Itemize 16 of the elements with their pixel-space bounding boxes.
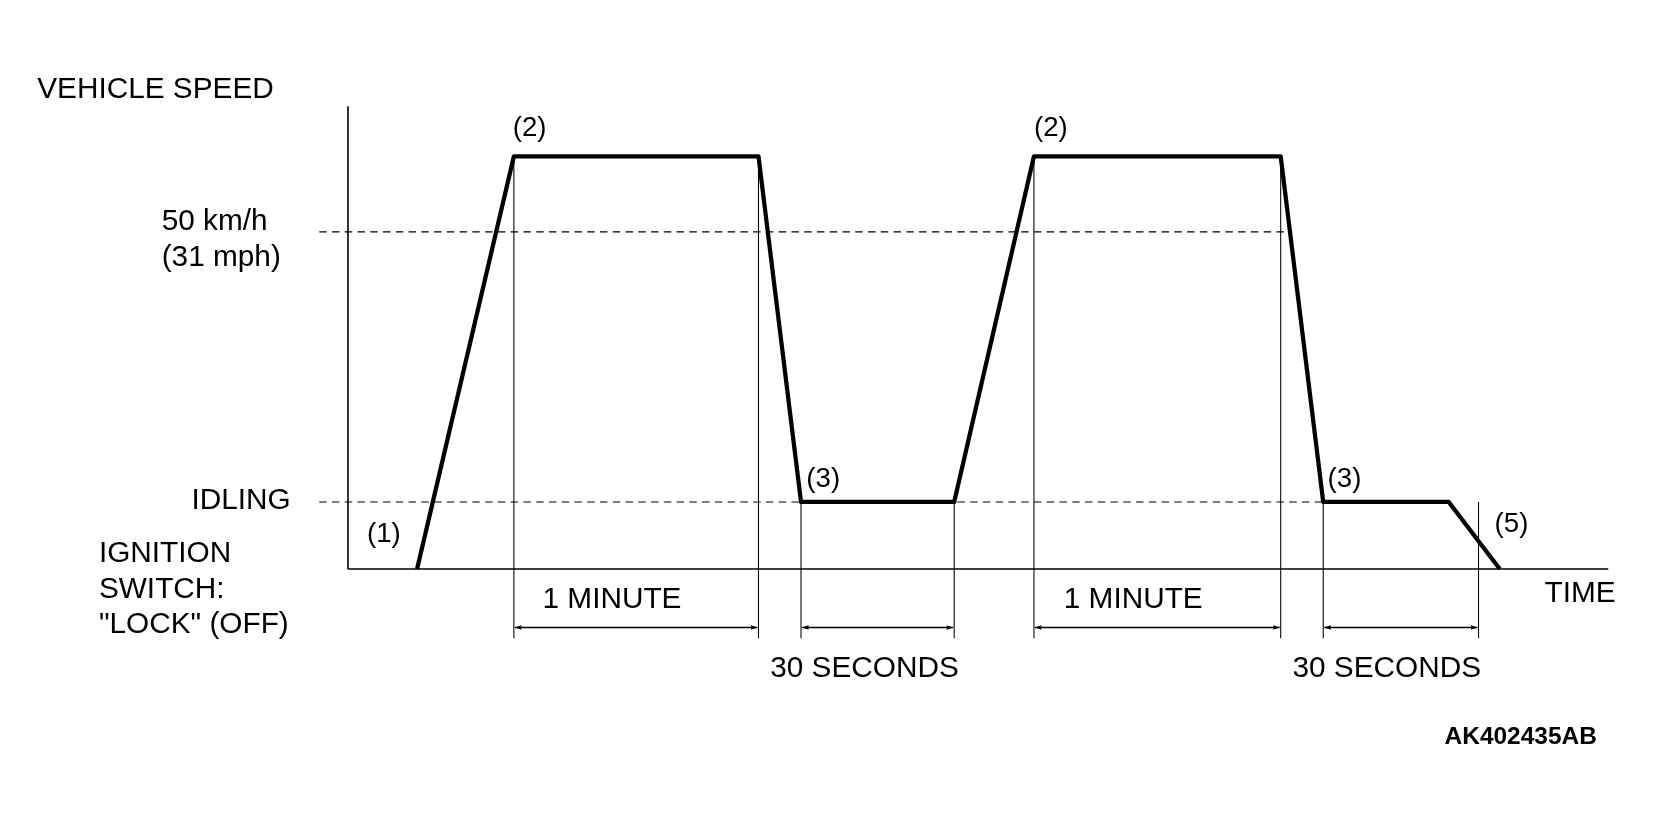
axis-label: TIME xyxy=(1544,574,1616,611)
callout-number: (5) xyxy=(1494,506,1529,540)
ignition-state-label: IGNITION SWITCH: "LOCK" (OFF) xyxy=(98,534,290,642)
speed-value-label: 50 km/h (31 mph) xyxy=(161,202,282,274)
dimension-label: 30 SECONDS xyxy=(1292,648,1482,685)
speed-value-label: IDLING xyxy=(191,480,291,517)
axis-label: VEHICLE SPEED xyxy=(37,70,274,106)
callout-number: (2) xyxy=(512,109,547,143)
callout-number: (3) xyxy=(806,460,841,494)
dimension-label: 1 MINUTE xyxy=(1063,579,1203,616)
callout-number: (2) xyxy=(1034,109,1068,143)
callout-number: (1) xyxy=(367,515,401,550)
callout-number: (3) xyxy=(1327,460,1362,494)
figure-code: AK402435AB xyxy=(1444,721,1597,751)
dimension-label: 1 MINUTE xyxy=(542,579,682,616)
dimension-label: 30 SECONDS xyxy=(770,648,959,685)
